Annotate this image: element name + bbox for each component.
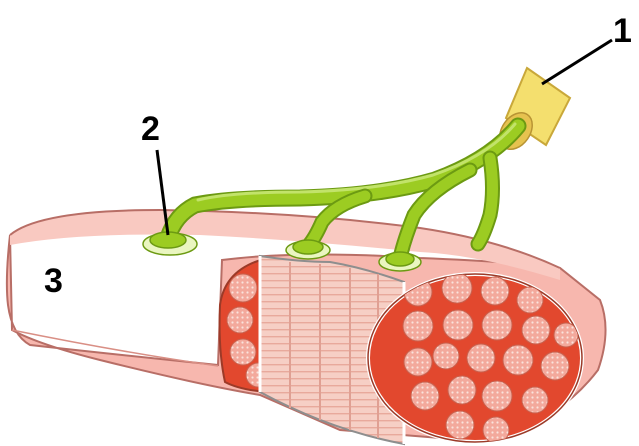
label-3-muscle-fiber: 3 bbox=[44, 264, 63, 298]
fascicle-cross-section bbox=[368, 273, 582, 443]
right-terminal bbox=[379, 252, 421, 271]
label-2-neuromuscular-junction: 2 bbox=[141, 112, 160, 146]
leader-line-1 bbox=[542, 40, 612, 84]
label-1-myelinated-axon: 1 bbox=[613, 14, 632, 48]
neuromuscular-junction-terminal bbox=[143, 232, 197, 255]
middle-terminal bbox=[286, 240, 330, 259]
